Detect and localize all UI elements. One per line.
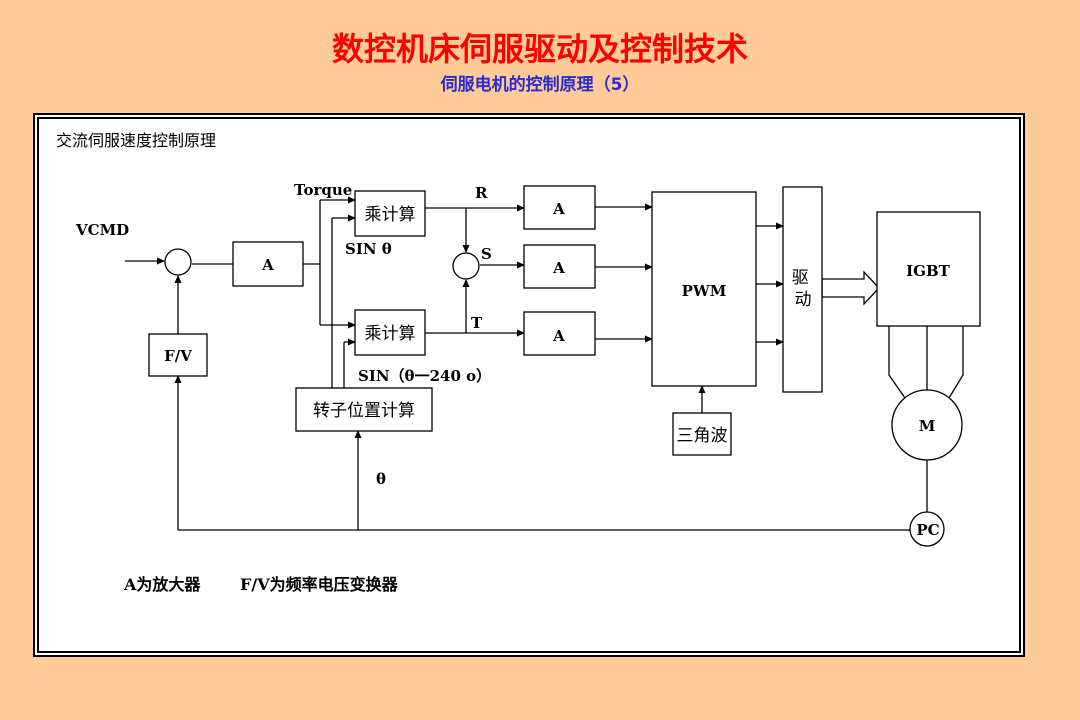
triangle-wave-label: 三角波 — [677, 426, 728, 446]
pwm-label: PWM — [682, 282, 727, 300]
multiplier-bottom-label: 乘计算 — [365, 324, 416, 344]
summing-junction — [164, 248, 192, 276]
multiplier-bottom-block — [354, 309, 426, 356]
signal-lines — [125, 196, 964, 531]
diagram-heading: 交流伺服速度控制原理 — [56, 131, 216, 150]
igbt-to-motor-w — [948, 326, 964, 399]
phase-t-label: T — [471, 314, 483, 332]
sin-bottom-label: SIN（θ一240 ο） — [358, 367, 491, 385]
igbt-to-motor-u — [888, 326, 906, 399]
encoder — [909, 511, 945, 547]
motor — [891, 389, 963, 461]
amplifier-s-block — [523, 244, 596, 289]
multiplier-top-label: 乘计算 — [365, 205, 416, 225]
driver-to-igbt-arrow — [821, 270, 880, 306]
igbt-block — [876, 211, 981, 327]
triangle-wave-block — [672, 412, 732, 456]
sin-top-label: SIN θ — [345, 240, 392, 258]
phase-r-label: R — [475, 184, 488, 202]
rotor-position-block — [295, 387, 433, 432]
s-summing-junction — [452, 252, 480, 280]
fv-converter-block — [148, 333, 208, 377]
driver-label: 驱 动 — [792, 268, 814, 310]
slide-title: 数控机床伺服驱动及控制技术 — [331, 30, 748, 68]
phase-s-label: S — [481, 245, 492, 263]
pwm-block — [651, 191, 757, 387]
amplifier-t-block — [523, 311, 596, 356]
rotor-position-label: 转子位置计算 — [313, 401, 415, 421]
amplifier-r-block — [523, 185, 596, 230]
vcmd-label: VCMD — [75, 221, 129, 239]
slide-subtitle: 伺服电机的控制原理（5） — [440, 75, 640, 95]
driver-block — [782, 186, 823, 393]
amplifier-r-label: A — [552, 200, 565, 218]
amplifier-t-label: A — [552, 327, 565, 345]
encoder-label: PC — [916, 521, 939, 539]
amplifier-label: A — [261, 256, 274, 274]
igbt-label: IGBT — [906, 262, 951, 280]
fv-label: F/V — [164, 347, 192, 365]
torque-label: Torque — [294, 181, 352, 199]
theta-label: θ — [376, 470, 386, 488]
amplifier-block — [232, 241, 304, 287]
multiplier-top-block — [354, 190, 426, 237]
diagram-frame-inner — [37, 117, 1021, 653]
motor-label: M — [919, 417, 936, 435]
amplifier-s-label: A — [552, 259, 565, 277]
legend-fv-converter: F/V为频率电压变换器 — [240, 575, 399, 594]
legend-amplifier: A为放大器 — [123, 575, 201, 594]
